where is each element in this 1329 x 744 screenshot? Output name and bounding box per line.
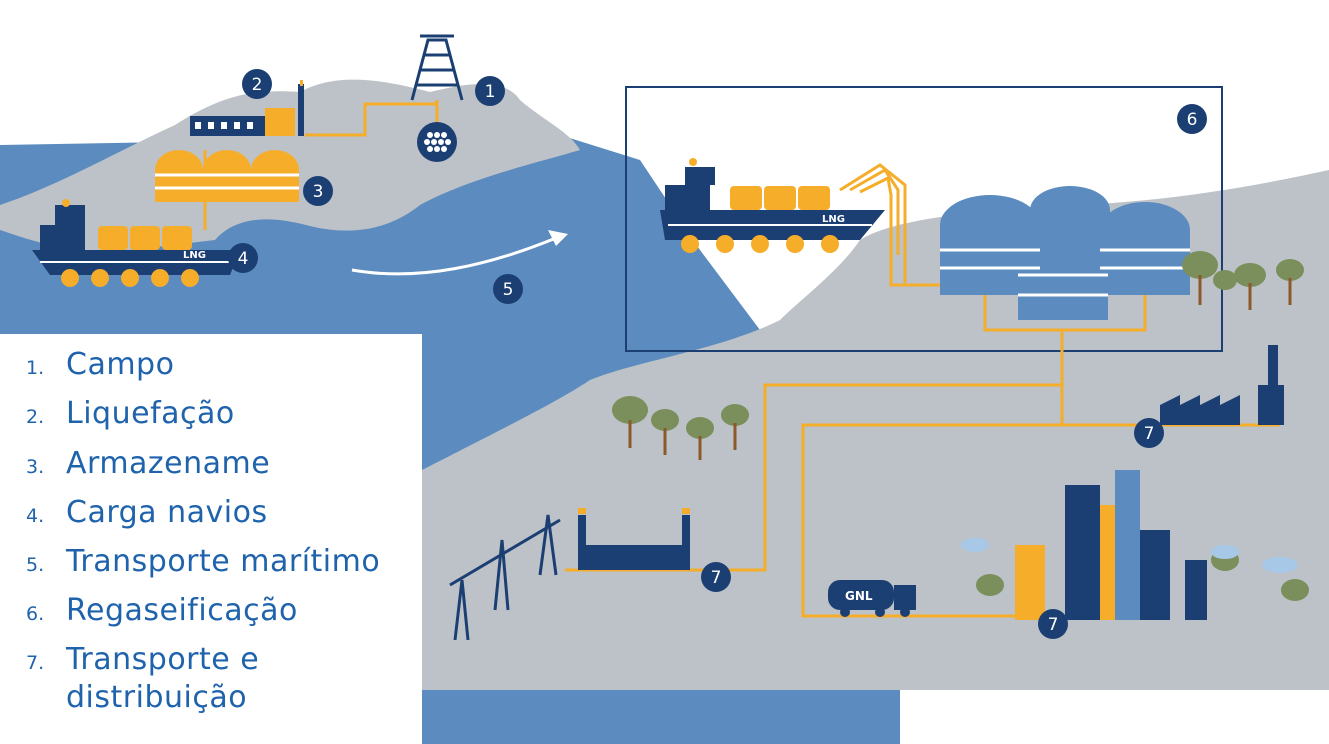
badge-2: 2	[242, 69, 272, 99]
clouds	[961, 538, 1298, 573]
factory	[1160, 345, 1284, 425]
liquefaction-plant	[190, 80, 304, 136]
birds	[702, 123, 799, 153]
legend-text: Transporte marítimo	[66, 544, 381, 579]
regasification-frame	[625, 86, 1223, 352]
legend-item-carga-navios: 4. Carga navios	[26, 494, 406, 532]
power-pylons	[449, 514, 561, 641]
power-plant	[578, 508, 690, 570]
legend-item-campo: 1. Campo	[26, 346, 406, 384]
legend-text: Armazename	[66, 446, 271, 481]
badge-7-power: 7	[701, 562, 731, 592]
legend-text: Transporte e distribuição	[66, 642, 260, 715]
shipping-arrow	[351, 230, 568, 276]
legend-text: Liquefação	[66, 396, 235, 431]
legend-num: 4.	[26, 505, 45, 527]
trees	[612, 251, 1309, 601]
svg-text:7: 7	[1144, 424, 1155, 444]
svg-text:7: 7	[1048, 615, 1059, 635]
city-buildings	[1015, 470, 1207, 620]
legend-text: Campo	[66, 347, 175, 382]
badge-4: 4	[228, 243, 258, 273]
legend-num: 3.	[26, 456, 45, 478]
svg-text:2: 2	[252, 75, 263, 95]
legend-num: 2.	[26, 406, 45, 428]
badge-5: 5	[493, 274, 523, 304]
ship-right-label: LNG	[822, 214, 845, 225]
svg-text:6: 6	[1187, 110, 1198, 130]
badge-1: 1	[475, 76, 505, 106]
reservoir-bubbles	[424, 132, 451, 152]
legend-item-liquefacao: 2. Liquefação	[26, 395, 406, 433]
badge-6: 6	[1177, 104, 1207, 134]
legend-num: 1.	[26, 357, 45, 379]
svg-text:1: 1	[485, 82, 496, 102]
legend-num: 5.	[26, 554, 45, 576]
svg-text:5: 5	[503, 280, 514, 300]
lng-ship-right	[660, 158, 885, 253]
storage-tanks-left	[155, 150, 299, 230]
legend-item-transporte-maritimo: 5. Transporte marítimo	[26, 543, 406, 581]
truck-label: GNL	[845, 589, 873, 603]
pipeline-field-to-plant	[305, 100, 439, 137]
legend-num: 7.	[26, 652, 45, 674]
legend-text: Regaseificação	[66, 593, 298, 628]
loading-arms	[839, 163, 1040, 287]
svg-text:3: 3	[313, 182, 324, 202]
legend-item-armazename: 3. Armazename	[26, 445, 406, 483]
legend-num: 6.	[26, 603, 45, 625]
regas-tank-bands	[940, 248, 1190, 297]
svg-text:4: 4	[238, 249, 249, 269]
legend-text: Carga navios	[66, 495, 268, 530]
legend-item-transporte-distribuicao: 7. Transporte e distribuição	[26, 641, 406, 717]
lng-ship-left	[32, 199, 240, 287]
svg-text:7: 7	[711, 568, 722, 588]
legend-panel: 1. Campo 2. Liquefação 3. Armazename 4. …	[0, 334, 422, 744]
gnl-truck	[828, 580, 916, 617]
badge-7-industry: 7	[1134, 418, 1164, 448]
badge-7-city: 7	[1038, 609, 1068, 639]
ship-left-label: LNG	[183, 250, 206, 261]
legend-item-regaseificacao: 6. Regaseificação	[26, 592, 406, 630]
badge-3: 3	[303, 176, 333, 206]
